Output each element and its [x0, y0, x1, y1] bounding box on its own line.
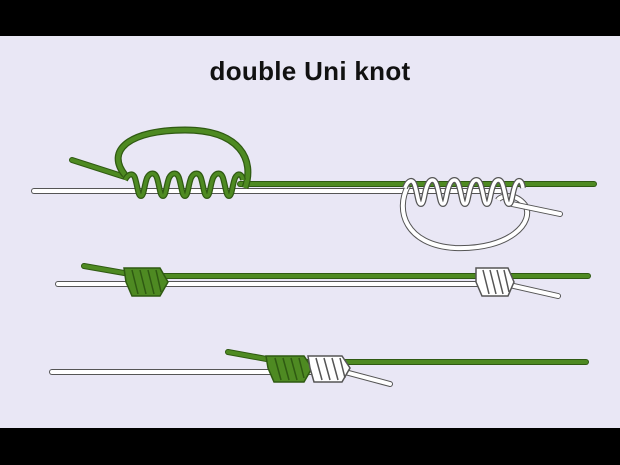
green-loop [114, 126, 252, 190]
green-knot [265, 355, 313, 383]
step-1-tying-loops [31, 126, 597, 252]
green-line [81, 263, 591, 279]
white-coils [402, 177, 526, 208]
green-coils [122, 170, 246, 200]
diagram-title: double Uni knot [209, 56, 411, 86]
green-knot [123, 267, 169, 297]
step-3-knots-joined [49, 349, 589, 387]
white-knot [307, 355, 351, 383]
white-knot [475, 267, 515, 297]
green-line [225, 349, 589, 365]
step-2-knots-tightened [55, 263, 591, 299]
